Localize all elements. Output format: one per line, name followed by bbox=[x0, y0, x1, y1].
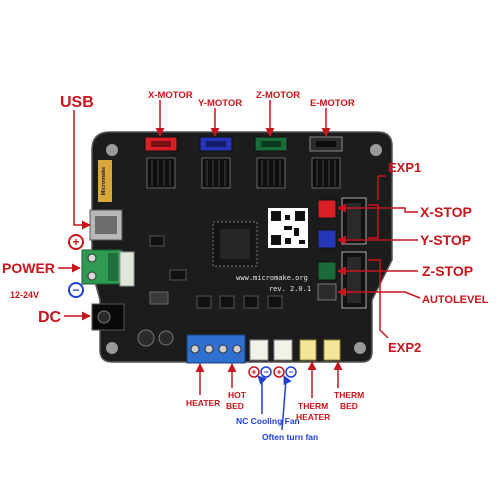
label-dc: DC bbox=[38, 309, 62, 326]
fan1-minus: − bbox=[263, 367, 268, 377]
label-voltage: 12-24V bbox=[10, 290, 39, 300]
therm-bed-connector bbox=[323, 339, 341, 361]
fan-labels: NC Cooling Fan Often turn fan bbox=[236, 416, 318, 442]
y-stop-connector bbox=[317, 229, 337, 249]
power-plus: + bbox=[72, 235, 79, 249]
x-stop-connector bbox=[317, 199, 337, 219]
label-autolevel: AUTOLEVEL bbox=[422, 294, 489, 306]
nc-cooling-fan-connector bbox=[249, 339, 269, 361]
label-hot-bed-line2: BED bbox=[226, 401, 244, 411]
label-therm-bed-line2: BED bbox=[340, 401, 358, 411]
power-fuse bbox=[119, 251, 135, 287]
usb-port bbox=[89, 209, 123, 241]
brand-text: Micromake bbox=[101, 167, 107, 196]
capacitor bbox=[137, 329, 155, 347]
exp2-header bbox=[341, 251, 367, 309]
label-z-motor: Z-MOTOR bbox=[256, 90, 300, 101]
autolevel-connector bbox=[317, 283, 337, 301]
fan2-minus: − bbox=[288, 367, 293, 377]
label-y-stop: Y-STOP bbox=[420, 232, 471, 248]
label-therm-heater-line2: HEATER bbox=[296, 412, 330, 422]
power-minus: − bbox=[72, 283, 79, 297]
label-often-turn-fan: Often turn fan bbox=[262, 432, 318, 442]
board-website: www.micromake.org bbox=[236, 274, 308, 282]
mount-hole bbox=[354, 342, 366, 354]
z-stop-connector bbox=[317, 261, 337, 281]
label-hot-bed-line1: HOT bbox=[228, 390, 247, 400]
label-nc-cooling-fan: NC Cooling Fan bbox=[236, 416, 300, 426]
mount-hole bbox=[106, 144, 118, 156]
label-therm-heater-line1: THERM bbox=[298, 401, 328, 411]
power-terminal bbox=[81, 249, 123, 285]
stepper-driver-e bbox=[311, 157, 341, 189]
brand-sticker bbox=[98, 160, 112, 202]
label-therm-bed-line1: THERM bbox=[334, 390, 364, 400]
mosfet bbox=[267, 295, 283, 309]
board-revision: rev. 2.0.1 bbox=[269, 285, 311, 293]
label-x-stop: X-STOP bbox=[420, 204, 472, 220]
x-motor-connector bbox=[144, 136, 178, 152]
label-exp2: EXP2 bbox=[388, 340, 421, 355]
mount-hole bbox=[370, 144, 382, 156]
label-z-stop: Z-STOP bbox=[422, 263, 473, 279]
stepper-driver-z bbox=[256, 157, 286, 189]
small-ic bbox=[169, 269, 187, 281]
label-exp1: EXP1 bbox=[388, 160, 421, 175]
callout-lines bbox=[58, 100, 421, 398]
label-heater: HEATER bbox=[186, 398, 220, 408]
z-motor-connector bbox=[254, 136, 288, 152]
label-power: POWER bbox=[2, 260, 55, 276]
label-x-motor: X-MOTOR bbox=[148, 90, 193, 101]
heater-hotbed-terminal bbox=[186, 334, 246, 364]
small-ic bbox=[149, 235, 165, 247]
mcu-chip bbox=[212, 221, 258, 267]
exp1-header bbox=[341, 197, 367, 245]
power-polarity-marks: + − bbox=[68, 234, 84, 298]
fan-polarity-marks: + − + − bbox=[248, 366, 297, 378]
mosfet bbox=[196, 295, 212, 309]
callout-labels: USB X-MOTOR Y-MOTOR Z-MOTOR E-MOTOR EXP1… bbox=[2, 90, 489, 422]
therm-heater-connector bbox=[299, 339, 317, 361]
capacitor bbox=[158, 330, 174, 346]
fan2-plus: + bbox=[276, 367, 281, 377]
dc-jack bbox=[91, 303, 125, 331]
mosfet bbox=[219, 295, 235, 309]
stepper-driver-x bbox=[146, 157, 176, 189]
often-turn-fan-connector bbox=[273, 339, 293, 361]
small-ic bbox=[149, 291, 169, 305]
stepper-driver-y bbox=[201, 157, 231, 189]
qr-code bbox=[268, 208, 308, 248]
label-e-motor: E-MOTOR bbox=[310, 98, 355, 109]
mosfet bbox=[243, 295, 259, 309]
fan1-plus: + bbox=[251, 367, 256, 377]
e-motor-connector bbox=[309, 136, 343, 152]
y-motor-connector bbox=[199, 136, 233, 152]
label-y-motor: Y-MOTOR bbox=[198, 98, 242, 109]
mount-hole bbox=[106, 342, 118, 354]
fan-callout-lines bbox=[257, 375, 292, 431]
label-usb: USB bbox=[60, 94, 94, 111]
